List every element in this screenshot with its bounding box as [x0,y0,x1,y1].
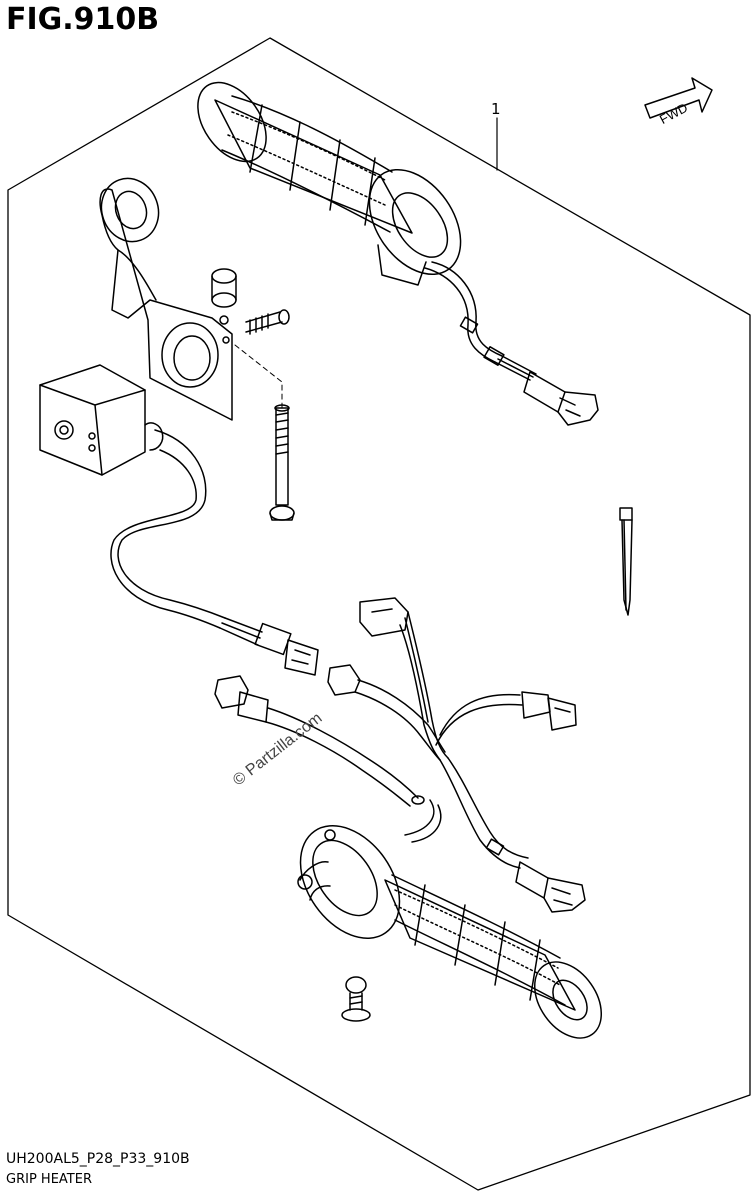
bracket-screw [245,309,290,335]
left-grip [297,825,603,1039]
switch-cable [110,429,319,676]
callout-number: 1 [491,100,501,118]
left-grip-wire [214,675,442,843]
spacer-collar [211,268,237,308]
bottom-screw [341,976,371,1022]
cable-tie [619,507,633,616]
right-grip [197,81,462,286]
right-grip-lead [424,261,599,426]
main-harness [327,597,586,913]
long-bolt [269,404,295,521]
figure-title: FIG.910B [6,2,160,37]
fwd-label: FWD [657,100,690,127]
switch-unit [39,364,164,476]
group-name: GRIP HEATER [6,1172,92,1187]
guide-dashes [234,344,283,411]
model-code: UH200AL5_P28_P33_910B [6,1151,190,1167]
assembly-outline [7,37,751,1191]
mounting-bracket [99,177,233,421]
fwd-arrow-icon [644,77,713,119]
